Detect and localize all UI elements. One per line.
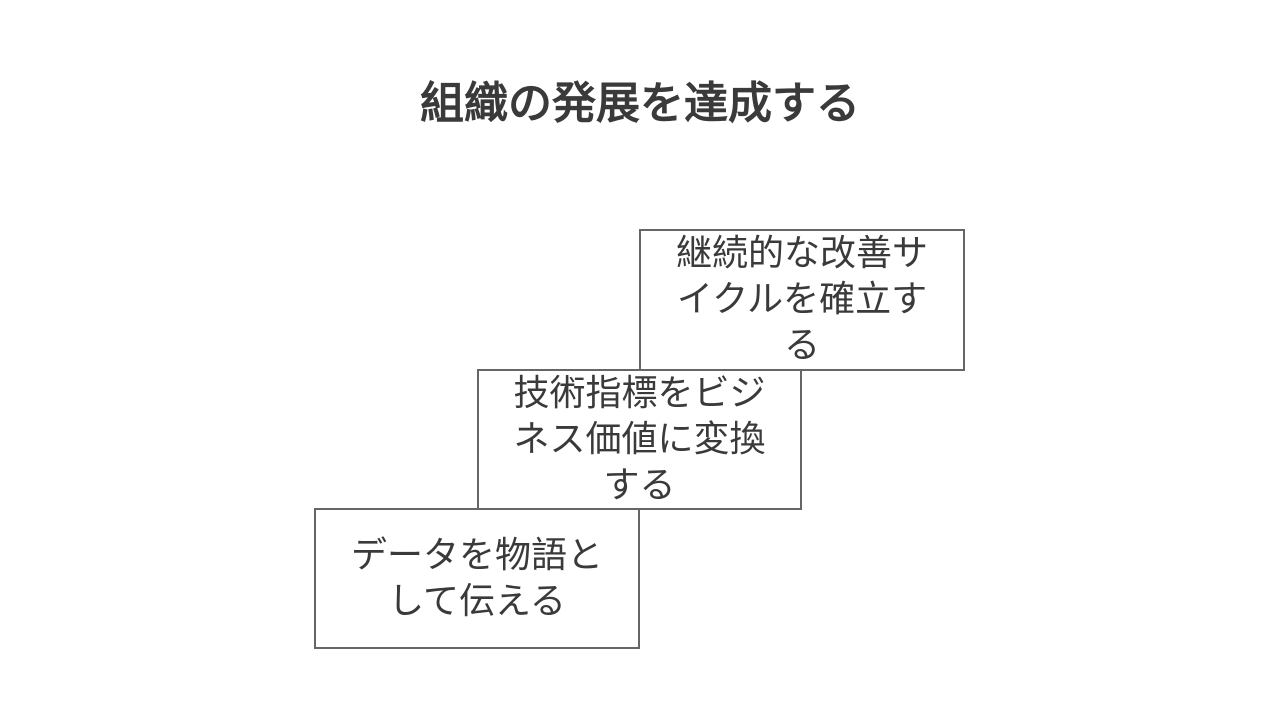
step-box-1: データを物語として伝える [314, 508, 640, 649]
step-label-1: データを物語として伝える [350, 534, 603, 622]
step-label-3: 継続的な改善サイクルを確立する [675, 233, 928, 366]
step-box-2: 技術指標をビジネス価値に変換する [477, 369, 802, 510]
page-title: 組織の発展を達成する [420, 78, 860, 129]
step-box-3: 継続的な改善サイクルを確立する [639, 229, 965, 371]
step-label-2: 技術指標をビジネス価値に変換する [513, 372, 766, 506]
